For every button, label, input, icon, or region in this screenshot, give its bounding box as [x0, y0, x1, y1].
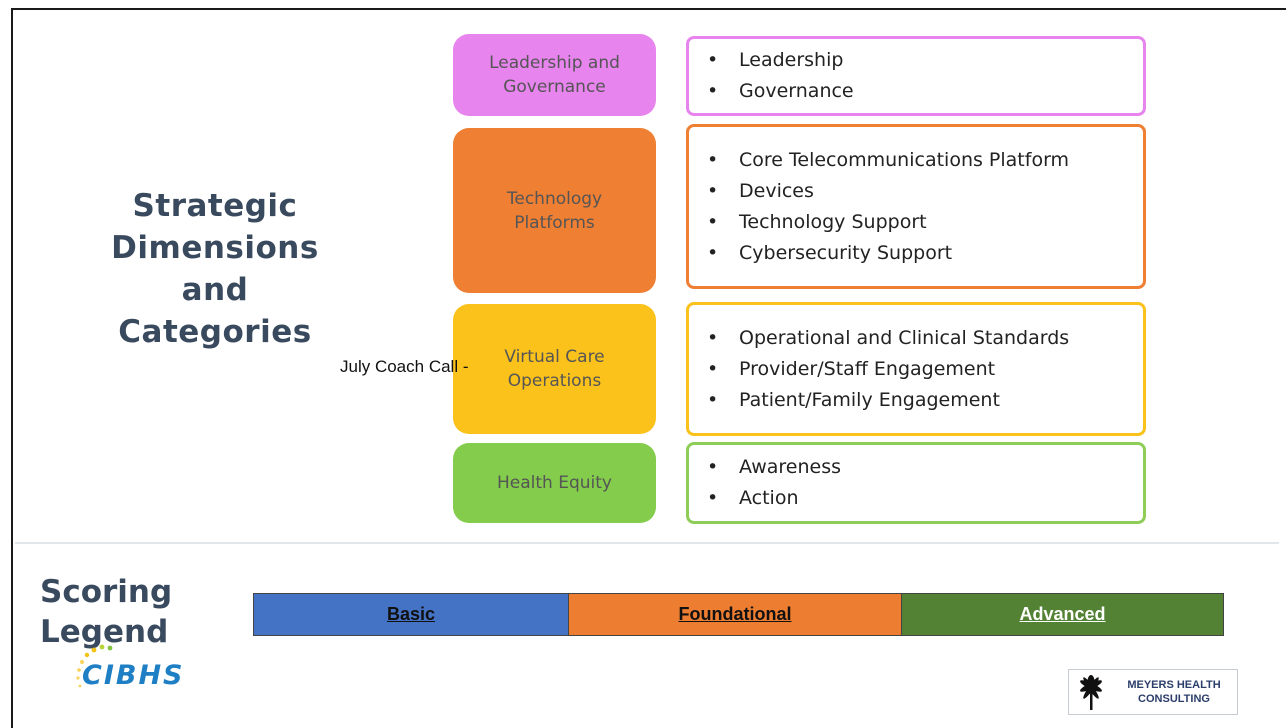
dimension-health-equity: Health Equity	[453, 443, 656, 523]
category-list: Core Telecommunications Platform Devices…	[689, 145, 1069, 269]
legend-level-advanced: Advanced	[902, 594, 1223, 635]
categories-virtual-care-operations: Operational and Clinical Standards Provi…	[686, 302, 1146, 436]
cibhs-dots-icon	[76, 644, 113, 688]
dimension-leadership-governance: Leadership and Governance	[453, 34, 656, 116]
meyers-logo-line: MEYERS HEALTH	[1127, 679, 1221, 691]
legend-title: Scoring Legend	[40, 572, 172, 652]
categories-health-equity: Awareness Action	[686, 442, 1146, 524]
dimension-label-line: Governance	[503, 77, 606, 97]
legend-level-basic: Basic	[254, 594, 568, 635]
heading-line: and	[181, 272, 249, 308]
category-item: Action	[707, 483, 841, 514]
coach-call-caption: July Coach Call -	[340, 357, 469, 376]
category-item: Patient/Family Engagement	[707, 385, 1069, 416]
dimension-label-line: Technology	[506, 188, 603, 209]
scoring-legend-bar: Basic Foundational Advanced	[253, 593, 1224, 636]
category-item: Provider/Staff Engagement	[707, 354, 1069, 385]
legend-level-foundational: Foundational	[568, 594, 902, 635]
category-item: Awareness	[707, 452, 841, 483]
dimension-label-line: Virtual Care	[504, 347, 605, 367]
dimension-technology-platforms: Technology Platforms	[453, 128, 656, 293]
categories-leadership-governance: Leadership Governance	[686, 36, 1146, 116]
category-item: Governance	[707, 76, 854, 107]
category-item: Leadership	[707, 45, 854, 76]
section-divider	[15, 542, 1279, 544]
heading-line: Dimensions	[111, 230, 319, 266]
section-heading: Strategic Dimensions and Categories	[80, 185, 350, 353]
heading-line: Strategic	[132, 188, 298, 224]
category-list: Awareness Action	[689, 452, 841, 514]
category-item: Devices	[707, 176, 1069, 207]
dimension-label-line: Operations	[507, 371, 602, 391]
meyers-logo-line: CONSULTING	[1138, 693, 1210, 705]
dimension-label-line: Leadership and	[489, 53, 620, 73]
dimension-virtual-care-operations: Virtual Care Operations	[453, 304, 656, 434]
category-list: Operational and Clinical Standards Provi…	[689, 323, 1069, 416]
slide-frame	[11, 8, 1286, 728]
cibhs-logo: CIBHS	[82, 660, 185, 691]
meyers-health-logo: MEYERS HEALTH CONSULTING	[1068, 669, 1238, 715]
heading-line: Categories	[118, 314, 312, 350]
category-item: Cybersecurity Support	[707, 238, 1069, 269]
category-item: Technology Support	[707, 207, 1069, 238]
dimension-label-line: Platforms	[514, 212, 595, 233]
legend-title-line: Scoring	[40, 574, 173, 610]
categories-technology-platforms: Core Telecommunications Platform Devices…	[686, 124, 1146, 289]
category-item: Operational and Clinical Standards	[707, 323, 1069, 354]
dimension-label-line: Health Equity	[497, 473, 612, 493]
category-item: Core Telecommunications Platform	[707, 145, 1069, 176]
legend-title-line: Legend	[40, 614, 169, 650]
category-list: Leadership Governance	[689, 45, 854, 107]
palm-tree-icon	[1080, 675, 1102, 710]
